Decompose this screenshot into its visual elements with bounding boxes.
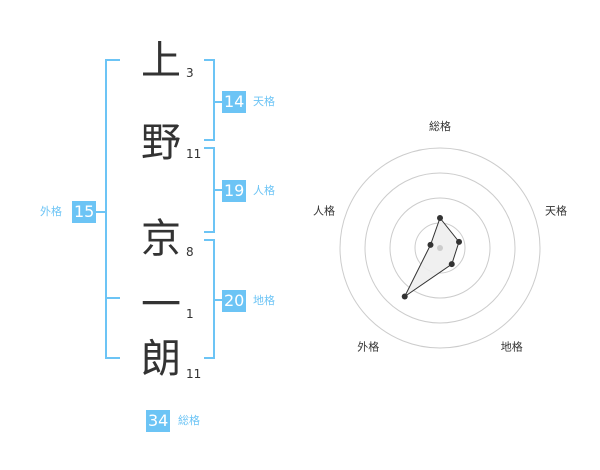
soukaku-value-badge: 34	[146, 410, 171, 432]
radar-axis-label-2: 天格	[545, 203, 567, 217]
radar-axis-label-4: 外格	[357, 340, 379, 354]
chikaku-value-badge: 20	[222, 290, 247, 312]
radar-axis-label-3: 地格	[501, 340, 523, 354]
gaikaku-value-badge: 15	[72, 201, 97, 223]
radar-ring-4	[339, 147, 541, 349]
radar-point-2	[456, 238, 463, 245]
radar-center-dot	[437, 245, 443, 251]
tenkaku-value-badge: 14	[222, 91, 247, 113]
radar-rings	[339, 147, 541, 349]
radar-point-3	[448, 261, 455, 268]
stroke-count-4: 1	[186, 307, 194, 321]
soukaku-label: 総格	[178, 414, 200, 427]
radar-point-5	[427, 241, 434, 248]
radar-point-4	[401, 293, 408, 300]
name-char-5: 朗	[141, 336, 181, 382]
name-char-3: 京	[141, 216, 181, 262]
chikaku-label: 地格	[253, 294, 275, 307]
tenkaku-label: 天格	[253, 95, 275, 108]
gaikaku-label: 外格	[40, 205, 62, 218]
stroke-count-5: 11	[186, 367, 202, 381]
name-char-1: 上	[141, 38, 181, 84]
jinkaku-value-badge: 19	[222, 180, 247, 202]
radar-axis-label-5: 人格	[313, 203, 335, 217]
radar-axis-label-1: 総格	[429, 119, 451, 133]
radar-ring-2	[389, 197, 491, 299]
name-char-2: 野	[141, 120, 181, 166]
radar-point-1	[437, 215, 443, 221]
name-char-4: 一	[141, 282, 181, 328]
stroke-count-2: 11	[186, 147, 202, 161]
radar-polygon	[403, 216, 460, 299]
stroke-count-3: 8	[186, 245, 194, 259]
stroke-count-1: 3	[186, 66, 194, 80]
jinkaku-label: 人格	[253, 184, 275, 197]
radar-ring-3	[364, 172, 516, 324]
